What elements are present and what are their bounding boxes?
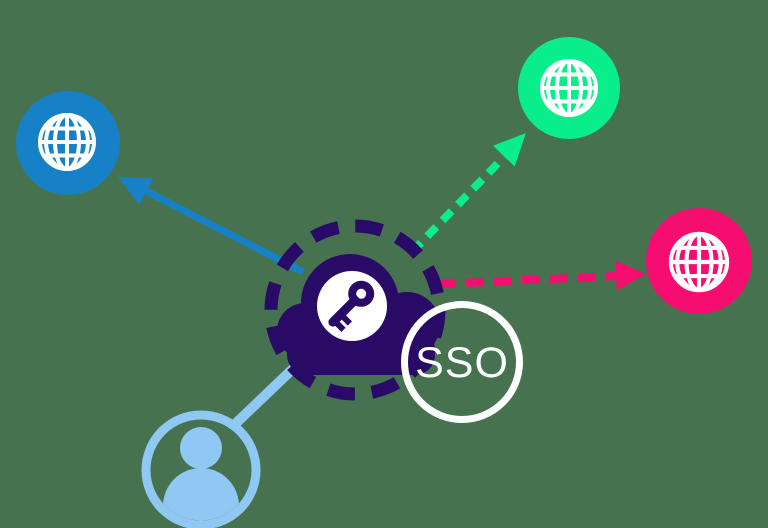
arrowhead-blue <box>118 177 154 205</box>
connector-pink-dashed-arrow <box>437 260 646 291</box>
connector-user-line <box>228 358 304 431</box>
app-node-blue <box>16 91 120 195</box>
globe-icon <box>540 59 598 117</box>
app-node-green <box>518 37 620 139</box>
arrowhead-green <box>493 133 526 167</box>
arrowhead-pink <box>615 260 646 291</box>
globe-icon <box>38 113 96 171</box>
connector-green-dashed-arrow <box>409 133 526 255</box>
app-node-pink <box>646 208 752 314</box>
sso-badge: SSO <box>401 301 523 423</box>
user-icon <box>163 427 239 521</box>
globe-icon <box>671 234 727 290</box>
sso-badge-label: SSO <box>415 339 509 387</box>
connector-blue-solid-arrow <box>118 177 305 276</box>
key-icon <box>328 280 375 332</box>
user-node <box>141 410 261 528</box>
